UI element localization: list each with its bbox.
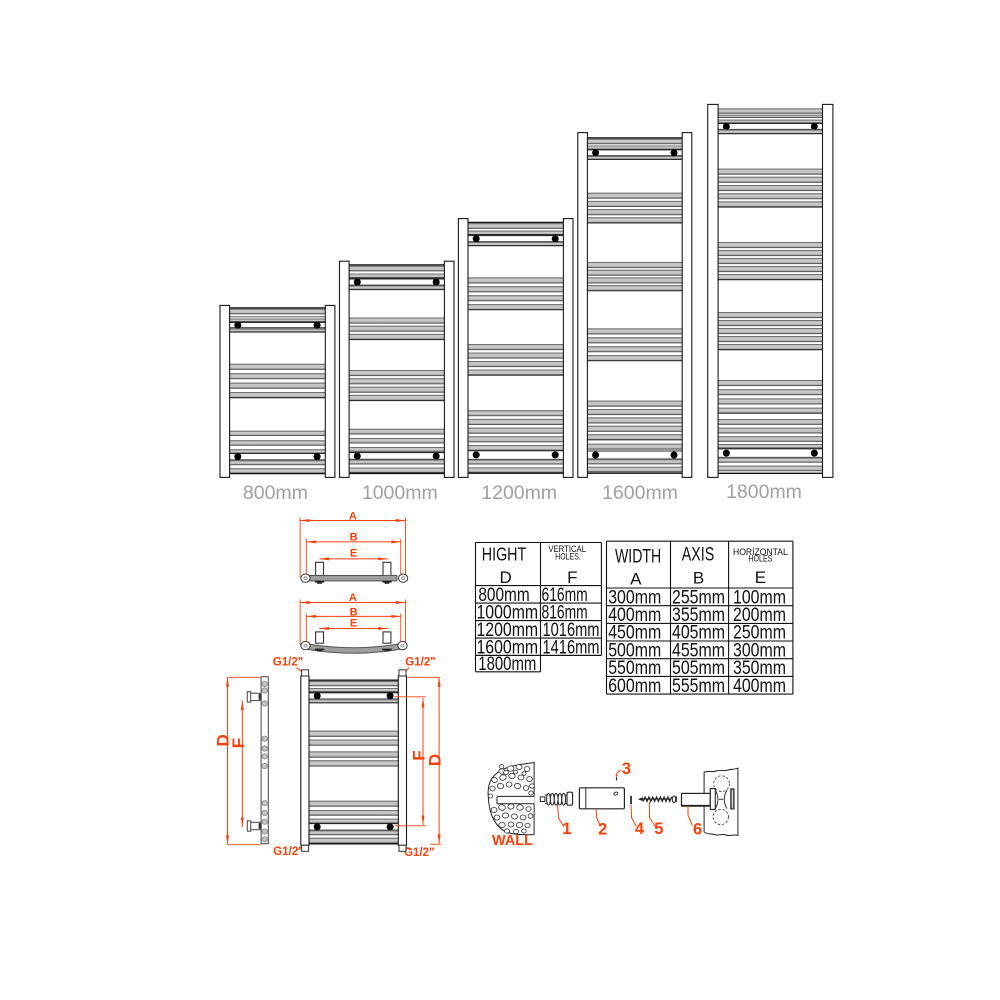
svg-text:550mm: 550mm (608, 658, 661, 679)
svg-text:1000mm: 1000mm (477, 603, 539, 624)
svg-text:816mm: 816mm (542, 603, 588, 624)
svg-text:4: 4 (635, 820, 645, 838)
svg-text:300mm: 300mm (733, 640, 786, 661)
svg-text:F: F (567, 568, 577, 587)
svg-text:HOLES.: HOLES. (555, 552, 581, 563)
svg-text:G1/2": G1/2" (273, 657, 303, 669)
svg-text:1200mm: 1200mm (477, 620, 539, 641)
svg-text:450mm: 450mm (608, 623, 661, 644)
svg-text:455mm: 455mm (672, 640, 725, 661)
svg-text:200mm: 200mm (733, 605, 786, 626)
svg-text:1800mm: 1800mm (478, 654, 536, 675)
svg-text:616mm: 616mm (542, 585, 588, 606)
svg-text:G1/2": G1/2" (273, 846, 303, 858)
svg-text:E: E (755, 568, 766, 587)
svg-text:D: D (426, 754, 445, 766)
svg-text:355mm: 355mm (672, 605, 725, 626)
svg-text:F: F (229, 738, 248, 748)
svg-text:E: E (350, 548, 357, 560)
svg-text:1416mm: 1416mm (543, 638, 600, 659)
svg-text:500mm: 500mm (608, 640, 661, 661)
svg-text:HOLES: HOLES (748, 554, 772, 565)
svg-text:A: A (349, 510, 357, 522)
svg-text:1000mm: 1000mm (362, 482, 438, 504)
svg-text:800mm: 800mm (243, 482, 308, 504)
svg-text:WALL: WALL (492, 833, 533, 849)
svg-text:AXIS: AXIS (682, 545, 715, 566)
svg-text:1600mm: 1600mm (602, 482, 678, 504)
svg-text:D: D (214, 734, 233, 746)
svg-text:VERTICAL: VERTICAL (548, 544, 586, 555)
svg-text:505mm: 505mm (672, 658, 725, 679)
svg-text:B: B (350, 607, 358, 619)
svg-text:A: A (349, 592, 357, 604)
svg-text:E: E (350, 618, 357, 630)
svg-text:800mm: 800mm (478, 585, 529, 606)
svg-text:350mm: 350mm (733, 658, 786, 679)
svg-text:G1/2": G1/2" (405, 657, 435, 669)
svg-text:255mm: 255mm (672, 587, 725, 608)
svg-text:HIGHT: HIGHT (482, 545, 526, 565)
svg-text:300mm: 300mm (608, 587, 661, 608)
svg-text:2: 2 (598, 821, 607, 839)
svg-text:B: B (350, 532, 358, 544)
svg-text:1016mm: 1016mm (543, 620, 600, 641)
svg-text:1600mm: 1600mm (477, 638, 539, 659)
svg-text:HORİZONTAL: HORİZONTAL (733, 547, 788, 558)
svg-text:B: B (693, 569, 704, 588)
svg-text:405mm: 405mm (672, 623, 725, 644)
svg-text:400mm: 400mm (733, 676, 786, 697)
svg-text:3: 3 (622, 760, 631, 778)
svg-text:6: 6 (693, 821, 702, 839)
svg-text:WIDTH: WIDTH (615, 546, 661, 567)
svg-text:1: 1 (562, 820, 571, 838)
svg-text:1800mm: 1800mm (726, 481, 802, 503)
svg-text:F: F (410, 750, 429, 760)
svg-text:G1/2": G1/2" (404, 847, 434, 859)
svg-text:555mm: 555mm (672, 676, 725, 697)
svg-text:5: 5 (654, 820, 663, 838)
svg-text:D: D (499, 568, 511, 587)
svg-text:600mm: 600mm (608, 676, 661, 697)
svg-text:250mm: 250mm (733, 623, 786, 644)
svg-text:100mm: 100mm (733, 587, 786, 608)
svg-text:1200mm: 1200mm (481, 482, 557, 504)
svg-text:A: A (630, 570, 642, 589)
svg-text:400mm: 400mm (608, 605, 661, 626)
